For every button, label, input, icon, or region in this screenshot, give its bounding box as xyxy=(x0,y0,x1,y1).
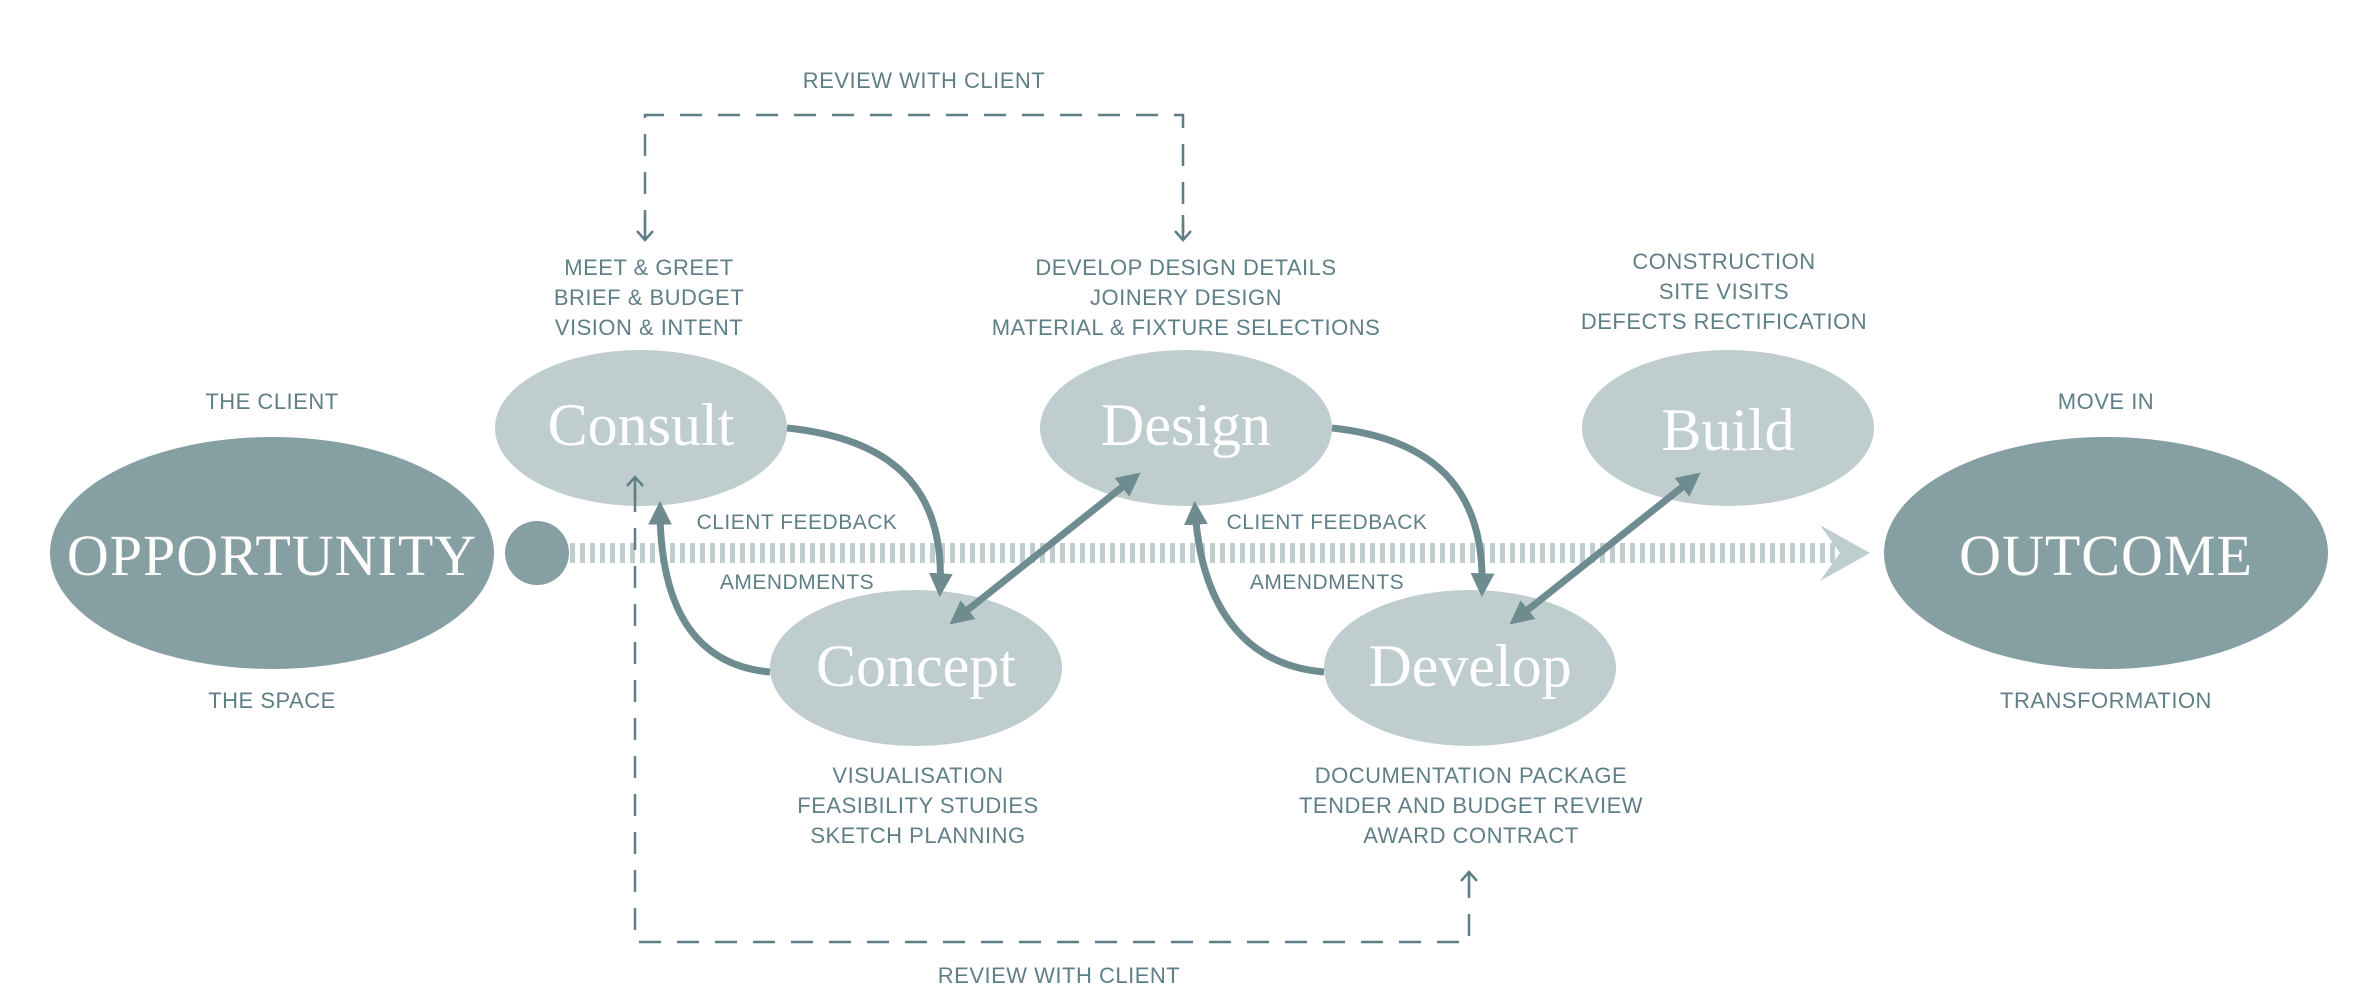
build-node: Build xyxy=(1582,350,1874,506)
concept-title: Concept xyxy=(816,633,1016,699)
consult-note-1: MEET & GREET xyxy=(564,255,733,280)
opportunity-top-label: THE CLIENT xyxy=(205,389,338,414)
timeline-arrowhead xyxy=(1820,525,1870,581)
develop-node: Develop xyxy=(1324,590,1616,746)
consult-title: Consult xyxy=(548,392,735,458)
consult-node: Consult xyxy=(495,350,787,506)
feedback-2-bottom-label: AMENDMENTS xyxy=(1250,571,1404,594)
outcome-top-label: MOVE IN xyxy=(2058,389,2154,414)
concept-note-2: FEASIBILITY STUDIES xyxy=(797,793,1038,818)
design-to-develop-arrow xyxy=(1331,424,1495,598)
feedback-2-top-label: CLIENT FEEDBACK xyxy=(1227,511,1428,534)
opportunity-bottom-label: THE SPACE xyxy=(208,688,336,713)
develop-note-3: AWARD CONTRACT xyxy=(1363,823,1579,848)
feedback-1-top-label: CLIENT FEEDBACK xyxy=(697,511,898,534)
concept-note-1: VISUALISATION xyxy=(832,763,1003,788)
build-note-3: DEFECTS RECTIFICATION xyxy=(1581,309,1867,334)
outcome-bottom-label: TRANSFORMATION xyxy=(2000,688,2212,713)
develop-note-2: TENDER AND BUDGET REVIEW xyxy=(1299,793,1643,818)
develop-title: Develop xyxy=(1368,633,1571,699)
bottom-review-right-arrow-icon xyxy=(1460,870,1478,895)
develop-to-design-feedback-arrow xyxy=(1184,500,1325,676)
concept-node: Concept xyxy=(770,590,1062,746)
develop-note-1: DOCUMENTATION PACKAGE xyxy=(1315,763,1627,788)
design-note-1: DEVELOP DESIGN DETAILS xyxy=(1035,255,1336,280)
consult-to-concept-arrow xyxy=(786,424,953,598)
develop-build-double-arrow xyxy=(1509,472,1701,625)
review-bottom-label: REVIEW WITH CLIENT xyxy=(938,963,1180,988)
top-review-right-arrow-icon xyxy=(1174,215,1192,242)
bottom-review-loop xyxy=(626,475,1478,944)
design-note-3: MATERIAL & FIXTURE SELECTIONS xyxy=(992,315,1381,340)
build-note-1: CONSTRUCTION xyxy=(1632,249,1815,274)
feedback-1-bottom-label: AMENDMENTS xyxy=(720,571,874,594)
design-note-2: JOINERY DESIGN xyxy=(1090,285,1282,310)
outcome-node: OUTCOME xyxy=(1884,437,2328,669)
design-node: Design xyxy=(1040,350,1332,506)
build-title: Build xyxy=(1661,397,1794,463)
concept-note-3: SKETCH PLANNING xyxy=(810,823,1025,848)
build-note-2: SITE VISITS xyxy=(1659,279,1789,304)
concept-to-consult-feedback-arrow xyxy=(648,500,771,676)
review-top-label: REVIEW WITH CLIENT xyxy=(803,68,1045,93)
opportunity-node: OPPORTUNITY xyxy=(50,437,494,669)
opportunity-title: OPPORTUNITY xyxy=(67,523,477,588)
consult-note-3: VISION & INTENT xyxy=(555,315,743,340)
timeline-start-dot xyxy=(505,521,569,585)
consult-note-2: BRIEF & BUDGET xyxy=(554,285,744,310)
design-title: Design xyxy=(1101,392,1271,458)
concept-design-double-arrow xyxy=(949,472,1141,625)
outcome-title: OUTCOME xyxy=(1959,523,2253,588)
bottom-review-left-arrow-icon xyxy=(626,475,644,500)
top-review-left-arrow-icon xyxy=(636,215,654,242)
top-review-loop xyxy=(636,113,1192,242)
